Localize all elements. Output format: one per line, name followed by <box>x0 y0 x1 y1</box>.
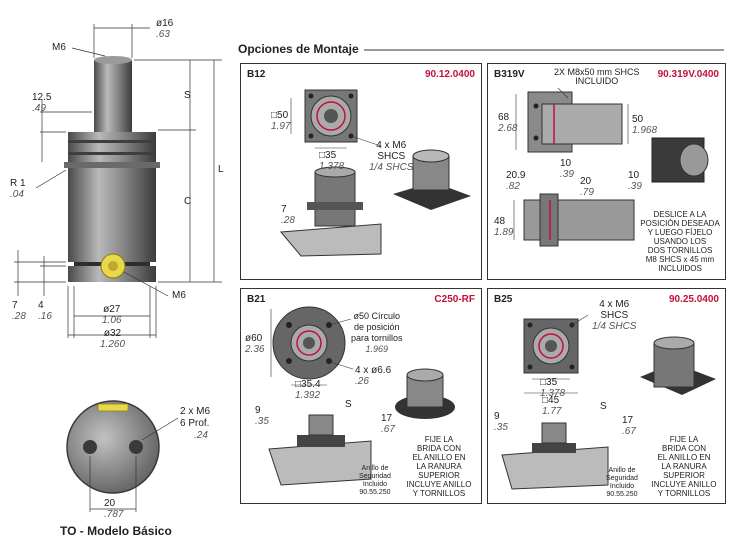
piston-rod <box>94 60 132 132</box>
panel-title: B21 <box>247 294 266 305</box>
dim-9: 9.35 <box>494 411 508 433</box>
letter-c: C <box>184 196 192 207</box>
part-number: 90.12.0400 <box>424 69 475 80</box>
dim-20: 20.787 <box>104 498 124 520</box>
dim-top-diameter: ø16.63 <box>156 18 174 40</box>
letter-l: L <box>218 164 224 175</box>
letter-s: S <box>345 399 352 410</box>
dim-radius: R 1.04 <box>10 178 26 200</box>
bottom-depth: 6 Prof. <box>180 418 210 429</box>
letter-s: S <box>600 401 607 412</box>
bottom-view <box>66 400 160 494</box>
dim-10b: 10.39 <box>628 170 642 192</box>
section-title: Opciones de Montaje <box>238 42 359 56</box>
cylinder-body <box>68 132 156 262</box>
part-number: 90.319V.0400 <box>657 69 719 80</box>
dim-12-5: 12.5.49 <box>32 92 52 114</box>
dim-20: 20.79 <box>580 176 594 198</box>
letter-s: S <box>184 90 191 101</box>
part-number: 90.25.0400 <box>668 294 719 305</box>
dim-4: 4.16 <box>38 300 52 322</box>
figure-caption: TO - Modelo Básico <box>60 524 172 538</box>
dim-17: 17.67 <box>622 415 636 437</box>
dim-7: 7.28 <box>12 300 26 322</box>
port-label: M6 <box>172 290 186 301</box>
panel-title: B25 <box>494 294 513 305</box>
dim-20-9: 20.9.82 <box>506 170 526 192</box>
dim-7: 7.28 <box>281 204 295 226</box>
thread-top-label: M6 <box>52 42 66 53</box>
dim-10a: 10.39 <box>560 158 574 180</box>
dim-9: 9.35 <box>255 405 269 427</box>
panel-title: B12 <box>247 69 266 80</box>
holes-label: 4 x ø6.6.26 <box>355 365 392 387</box>
bottom-thread: 2 x M6 <box>180 406 211 417</box>
bottom-depth-in: .24 <box>194 430 208 441</box>
part-number: C250-RF <box>434 294 475 305</box>
panel-title: B319V <box>494 69 525 80</box>
dim-17: 17.67 <box>381 413 395 435</box>
